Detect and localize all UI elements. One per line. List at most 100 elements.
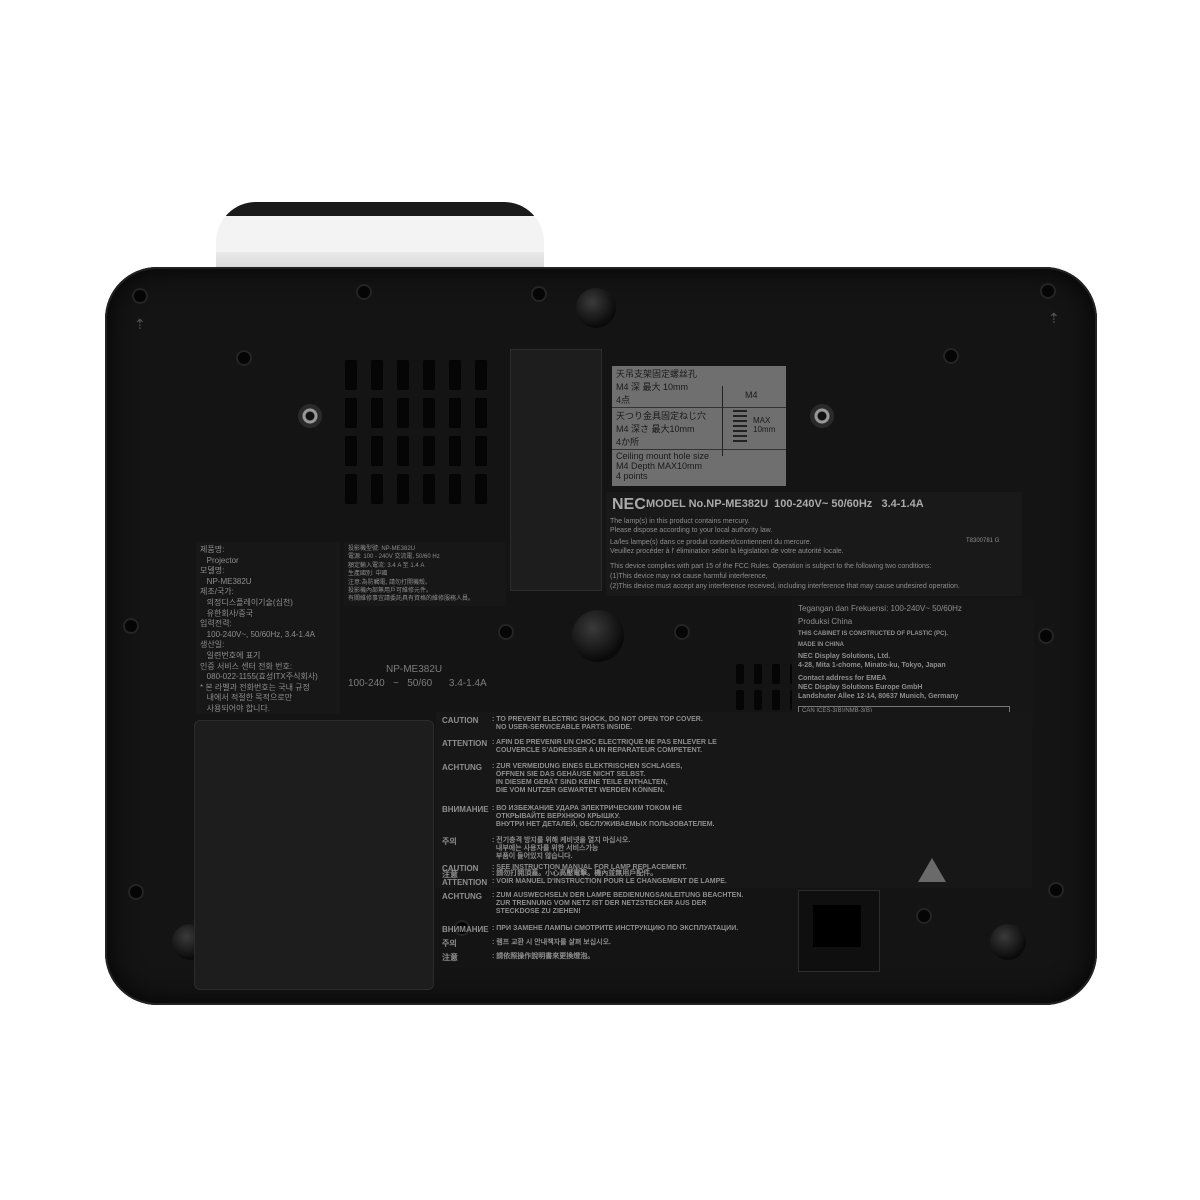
warning-key: 注意 <box>442 953 458 963</box>
ko-line: 일련번호에 표기 <box>200 651 261 660</box>
adjustable-foot-rear[interactable] <box>576 288 616 328</box>
id-line: THIS CABINET IS CONSTRUCTED OF PLASTIC (… <box>798 631 948 637</box>
rating-line: (2)This device must accept any interfere… <box>610 583 960 590</box>
mount-ja-line: 天つり金具固定ねじ穴 <box>616 411 707 421</box>
mount-diagram-m4: M4 <box>745 390 758 400</box>
hole <box>456 922 468 934</box>
ko-line: 유한회사/중국 <box>200 608 254 618</box>
molded-rating: 100-240 ~ 50/60 3.4-1.4A <box>348 678 487 689</box>
power-socket-inner <box>813 905 861 947</box>
warning-text: : VOIR MANUEL D'INSTRUCTION POUR LE CHAN… <box>492 878 727 886</box>
id-label <box>792 598 1034 726</box>
ko-line: NP-ME382U <box>200 576 252 586</box>
mount-zh-line: M4 深 最大 10mm <box>616 382 689 392</box>
warning-text: : ZUR VERMEIDUNG EINES ELEKTRISCHEN SCHL… <box>492 762 683 794</box>
corner-hole <box>1042 285 1054 297</box>
id-line: NEC Display Solutions, Ltd. <box>798 653 891 660</box>
hole <box>1040 630 1052 642</box>
lamp-cover[interactable] <box>194 720 434 990</box>
mount-ja-line: 4か所 <box>616 437 640 447</box>
warning-key: ВНИМАНИЕ <box>442 925 489 934</box>
warning-key: 주의 <box>442 939 457 949</box>
arrow-marker-left: ⇡ <box>134 316 146 332</box>
id-line: 4-28, Mita 1-chome, Minato-ku, Tokyo, Ja… <box>798 662 946 669</box>
warning-text: : AFIN DE PREVENIR UN CHOC ELECTRIQUE NE… <box>492 739 717 755</box>
mount-en-line: Ceiling mount hole size <box>616 451 710 461</box>
warning-text: : 請勿打開頂蓋。小心高壓電擊。機內並無用戶配件。 <box>492 869 658 877</box>
warning-text: : ВО ИЗБЕЖАНИЕ УДАРА ЭЛЕКТРИЧЕСКИМ ТОКОМ… <box>492 804 715 828</box>
warning-text: : SEE INSTRUCTION MANUAL FOR LAMP REPLAC… <box>492 864 687 871</box>
power-socket[interactable] <box>798 890 880 972</box>
hole <box>500 626 512 638</box>
zh-line: 有關維修事宜請委託具有資格的維修服務人員。 <box>348 596 475 603</box>
mount-ja-line: M4 深さ 最大10mm <box>616 424 695 434</box>
zh-line: 電源: 100 - 240V 交流電, 50/60 Hz <box>348 554 440 561</box>
ceiling-mount-label: 天吊支架固定螺丝孔 M4 深 最大 10mm 4点 天つり金具固定ねじ穴 M4 … <box>612 366 786 486</box>
chinese-label <box>344 542 506 606</box>
rating-line: Please dispose according to your local a… <box>610 527 773 534</box>
warning-text: : ПРИ ЗАМЕНЕ ЛАМПЫ СМОТРИТЕ ИНСТРУКЦИЮ П… <box>492 925 739 932</box>
ko-line: 100-240V~, 50/60Hz, 3.4-1.4A <box>200 629 315 639</box>
id-line: Tegangan dan Frekuensi: 100-240V~ 50/60H… <box>798 604 962 613</box>
rating-line: This device complies with part 15 of the… <box>610 563 932 570</box>
id-line: Landshuter Allee 12-14, 80637 Munich, Ge… <box>798 693 959 700</box>
ceiling-mount-screw <box>810 404 834 428</box>
ko-line: 제조/국가: <box>200 587 234 597</box>
ko-line: 모델명: <box>200 566 225 576</box>
ko-line: 사용되어야 합니다. <box>200 704 270 713</box>
electric-hazard-icon <box>918 858 946 882</box>
korean-label <box>196 542 340 714</box>
mount-en-line: 4 points <box>616 471 648 481</box>
mount-label-en: Ceiling mount hole size M4 Depth MAX10mm… <box>612 450 786 482</box>
rating-line: (1)This device may not cause harmful int… <box>610 573 768 580</box>
hole <box>358 286 370 298</box>
ko-line: 생산일: <box>200 640 225 650</box>
corner-hole <box>130 886 142 898</box>
zh-line: 投影機內部無用戶可維修元件。 <box>348 588 433 594</box>
ko-line: 제품명: <box>200 545 225 554</box>
ko-line: 인증 서비스 센터 전화 번호: <box>200 661 293 671</box>
warning-text: : TO PREVENT ELECTRIC SHOCK, DO NOT OPEN… <box>492 716 703 732</box>
id-line: Produksi China <box>798 617 853 626</box>
zh-line: 生產國別: 中國 <box>348 571 388 578</box>
mount-en-line: M4 Depth MAX10mm <box>616 461 703 471</box>
warning-text: : 請依照操作說明書來更換燈泡。 <box>492 953 595 961</box>
recessed-panel <box>510 349 602 591</box>
label-code: T8300781 G <box>966 538 1000 544</box>
warning-key: ACHTUNG <box>442 892 482 902</box>
id-line: MADE IN CHINA <box>798 642 844 648</box>
warning-key: 주의 <box>442 837 457 847</box>
mount-diagram: M4 MAX 10mm <box>722 386 779 456</box>
hole <box>918 910 930 922</box>
mount-zh-line: 4点 <box>616 395 631 405</box>
warning-text: : ZUM AUSWECHSELN DER LAMPE BEDIENUNGSAN… <box>492 892 744 916</box>
warning-key: ATTENTION <box>442 739 488 749</box>
warning-key: ACHTUNG <box>442 762 482 772</box>
foot-front-right <box>990 924 1026 960</box>
rating-line: La/les lampe(s) dans ce produit contient… <box>610 539 812 546</box>
ko-line: 입력전력: <box>200 619 232 629</box>
mount-label-zh: 天吊支架固定螺丝孔 M4 深 最大 10mm 4点 <box>612 366 786 408</box>
hole <box>945 350 957 362</box>
mount-zh-line: 天吊支架固定螺丝孔 <box>616 369 698 379</box>
ko-line: 의정디스플레이기술(심천) <box>200 598 293 607</box>
warning-text: : 전기충격 방지를 위해 케비넷을 열지 마십시오. 내부에는 사용자를 위한… <box>492 837 631 861</box>
mount-diagram-max: MAX 10mm <box>753 416 776 434</box>
corner-hole <box>1050 884 1062 896</box>
model-rating-text: MODEL No.NP-ME382U 100-240V~ 50/60Hz 3.4… <box>646 498 924 510</box>
intake-vent <box>345 360 487 504</box>
arrow-marker-right: ⇡ <box>1048 310 1060 326</box>
zh-line: 投影機型號: NP-ME382U <box>348 546 416 552</box>
rating-line: Veuillez procéder à l' élimination selon… <box>610 548 844 555</box>
brand-logo: NEC <box>612 496 646 513</box>
id-line: Contact address for EMEA <box>798 675 887 682</box>
warning-key: CAUTION <box>442 716 479 725</box>
hole <box>125 620 137 632</box>
ko-line: 080-022-1155(효성ITX주식회사) <box>200 672 318 682</box>
ko-line: 내에서 적절한 목적으로만 <box>200 693 293 703</box>
corner-hole <box>134 290 146 302</box>
zh-line: 注意:為防觸電, 請勿打開機殼。 <box>348 579 432 586</box>
mount-diagram-screw <box>733 410 747 444</box>
warning-key: 注意 <box>442 869 458 879</box>
hole <box>238 352 250 364</box>
